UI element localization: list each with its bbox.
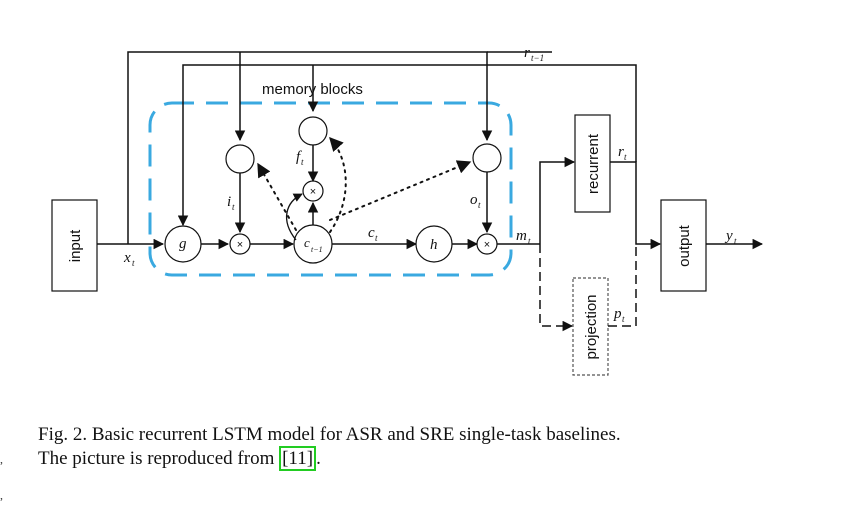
output-box: output bbox=[660, 199, 707, 292]
rt-feedback-line bbox=[177, 64, 637, 227]
svg-text:t: t bbox=[622, 314, 625, 324]
peephole-to-forget-gate bbox=[329, 136, 347, 233]
edge-mark-2: , bbox=[0, 488, 3, 502]
mt-to-projection bbox=[539, 244, 574, 332]
reference-link[interactable]: [11] bbox=[279, 446, 317, 471]
svg-text:i: i bbox=[227, 194, 231, 210]
caption-line-2: The picture is reproduced from [11]. bbox=[38, 446, 621, 471]
forget-multiply-sign: × bbox=[310, 186, 316, 198]
svg-text:t: t bbox=[132, 258, 135, 268]
rt-1-feedback-line bbox=[127, 51, 493, 244]
mt-to-recurrent bbox=[539, 156, 576, 244]
edge-mark-1: , bbox=[0, 452, 3, 466]
svg-text:y: y bbox=[724, 228, 733, 244]
svg-text:output: output bbox=[676, 224, 693, 267]
svg-text:t: t bbox=[734, 236, 737, 246]
svg-text:r: r bbox=[618, 144, 624, 160]
svg-text:recurrent: recurrent bbox=[585, 133, 602, 194]
cell-state-sub: t−1 bbox=[311, 245, 323, 254]
caption-line-2-prefix: The picture is reproduced from bbox=[38, 448, 280, 469]
svg-text:f: f bbox=[296, 149, 302, 165]
cell-state-label: c bbox=[304, 235, 310, 250]
figure-caption: Fig. 2. Basic recurrent LSTM model for A… bbox=[38, 423, 621, 471]
forget-gate-circle bbox=[298, 116, 328, 146]
caption-line-2-suffix: . bbox=[316, 448, 321, 469]
input-box: input bbox=[51, 199, 98, 292]
caption-line-1: Fig. 2. Basic recurrent LSTM model for A… bbox=[38, 424, 621, 445]
svg-text:x: x bbox=[123, 250, 131, 266]
lstm-diagram: memory blocks input recurrent output pro… bbox=[51, 45, 764, 376]
svg-text:p: p bbox=[613, 306, 622, 322]
projection-box: projection bbox=[572, 277, 609, 376]
input-multiply-sign: × bbox=[237, 239, 243, 251]
memory-block-region bbox=[148, 101, 513, 277]
svg-text:t: t bbox=[232, 202, 235, 212]
svg-text:t: t bbox=[375, 233, 378, 243]
svg-text:t: t bbox=[624, 152, 627, 162]
g-label: g bbox=[179, 236, 187, 252]
recurrent-box: recurrent bbox=[574, 114, 611, 213]
cell-recurrence-curve bbox=[285, 193, 303, 241]
recurrent-to-output bbox=[610, 161, 662, 250]
svg-text:t: t bbox=[528, 236, 531, 246]
forget-multiply-node bbox=[302, 180, 324, 202]
output-multiply-sign: × bbox=[484, 239, 490, 251]
svg-text:t: t bbox=[478, 200, 481, 210]
svg-text:projection: projection bbox=[583, 294, 600, 359]
output-gate-circle bbox=[472, 143, 502, 173]
cell-state-node bbox=[293, 224, 333, 264]
peephole-to-input-gate bbox=[257, 162, 297, 231]
projection-to-output bbox=[608, 244, 637, 327]
svg-text:m: m bbox=[516, 228, 527, 244]
svg-text:t−1: t−1 bbox=[531, 53, 544, 63]
peephole-to-output-gate bbox=[329, 160, 472, 221]
input-gate-circle bbox=[225, 144, 255, 174]
svg-text:c: c bbox=[368, 225, 375, 241]
svg-text:r: r bbox=[524, 45, 530, 61]
svg-text:input: input bbox=[67, 229, 84, 262]
svg-text:o: o bbox=[470, 192, 478, 208]
svg-text:t: t bbox=[301, 157, 304, 167]
h-label: h bbox=[430, 237, 438, 253]
